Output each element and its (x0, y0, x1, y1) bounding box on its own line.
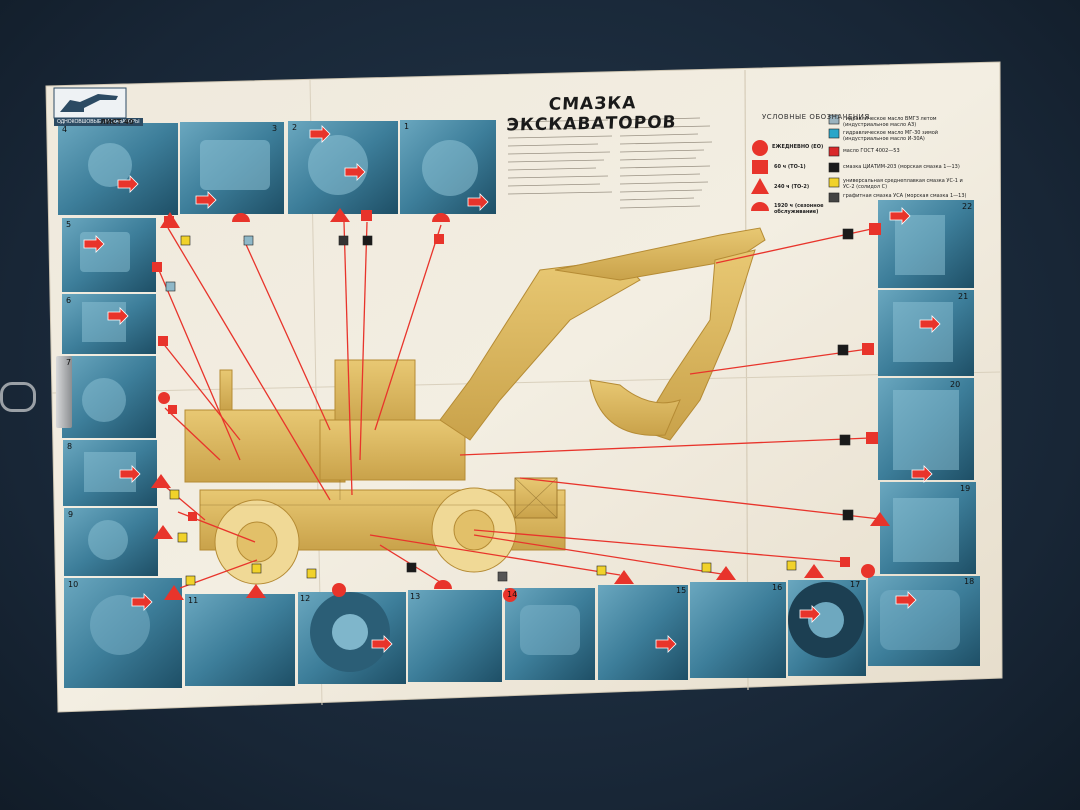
panel-number-8: 8 (67, 442, 73, 451)
panel-number-12: 12 (300, 594, 311, 603)
panel-number-14: 14 (507, 590, 518, 599)
legend-lube-6: графитная смазка УСА (морская смазка 1—1… (843, 193, 967, 199)
legend-lube-1: гидравлическое масло ВМГЗ летом (индустр… (843, 116, 937, 128)
legend-period-240h: 240 ч (ТО-2) (774, 184, 810, 190)
legend-lube-3: масло ГОСТ 4002—53 (843, 148, 900, 154)
panel-number-20: 20 (950, 380, 961, 389)
right-panels (878, 200, 976, 574)
panel-number-13: 13 (410, 592, 421, 601)
panel-number-22: 22 (962, 202, 973, 211)
legend-lube-4: смазка ЦИАТИМ-203 (морская смазка 1—13) (843, 164, 960, 170)
legend-period-daily: ЕЖЕДНЕВНО (ЕО) (772, 144, 824, 150)
left-panels (62, 218, 158, 576)
legend-title: УСЛОВНЫЕ ОБОЗНАЧЕНИЯ (762, 113, 870, 121)
panel-number-10: 10 (68, 580, 79, 589)
panel-number-15: 15 (676, 586, 687, 595)
panel-number-9: 9 (68, 510, 74, 519)
poster-title: СМАЗКА ЭКСКАВАТОРОВ (505, 93, 678, 136)
bottom-panels (64, 576, 980, 688)
panel-number-11: 11 (188, 596, 199, 605)
panel-number-17: 17 (850, 580, 861, 589)
poster-series: ОДНОКОВШОВЫЕ ЭКСКАВАТОРЫ (54, 118, 143, 126)
panel-number-1: 1 (404, 122, 410, 131)
panel-number-16: 16 (772, 583, 783, 592)
poster-sheet: ЛИСТ 40 (100, 118, 134, 126)
legend-lube-2: гидравлическое масло МГ-30 зимой (индуст… (843, 130, 939, 142)
panel-number-6: 6 (66, 296, 72, 305)
panel-number-3: 3 (272, 124, 278, 133)
legend-lube-5: универсальная среднеплавкая смазка УС-1 … (843, 178, 963, 190)
red-markers (151, 140, 890, 602)
panel-number-4: 4 (62, 125, 68, 134)
lube-squares (165, 114, 854, 586)
panel-number-19: 19 (960, 484, 971, 493)
panel-number-2: 2 (292, 123, 298, 132)
lubrication-leader-lines (157, 221, 881, 589)
panel-number-7: 7 (66, 358, 72, 367)
legend-period-60h: 60 ч (ТО-1) (774, 164, 806, 170)
panel-arrows (83, 125, 941, 653)
binder-clip (0, 356, 74, 428)
top-panels (58, 120, 496, 215)
panel-number-5: 5 (66, 220, 72, 229)
legend-period-1920h: 1920 ч (сезонное обслуживание) (774, 203, 824, 215)
panel-number-18: 18 (964, 577, 975, 586)
panel-number-21: 21 (958, 292, 969, 301)
